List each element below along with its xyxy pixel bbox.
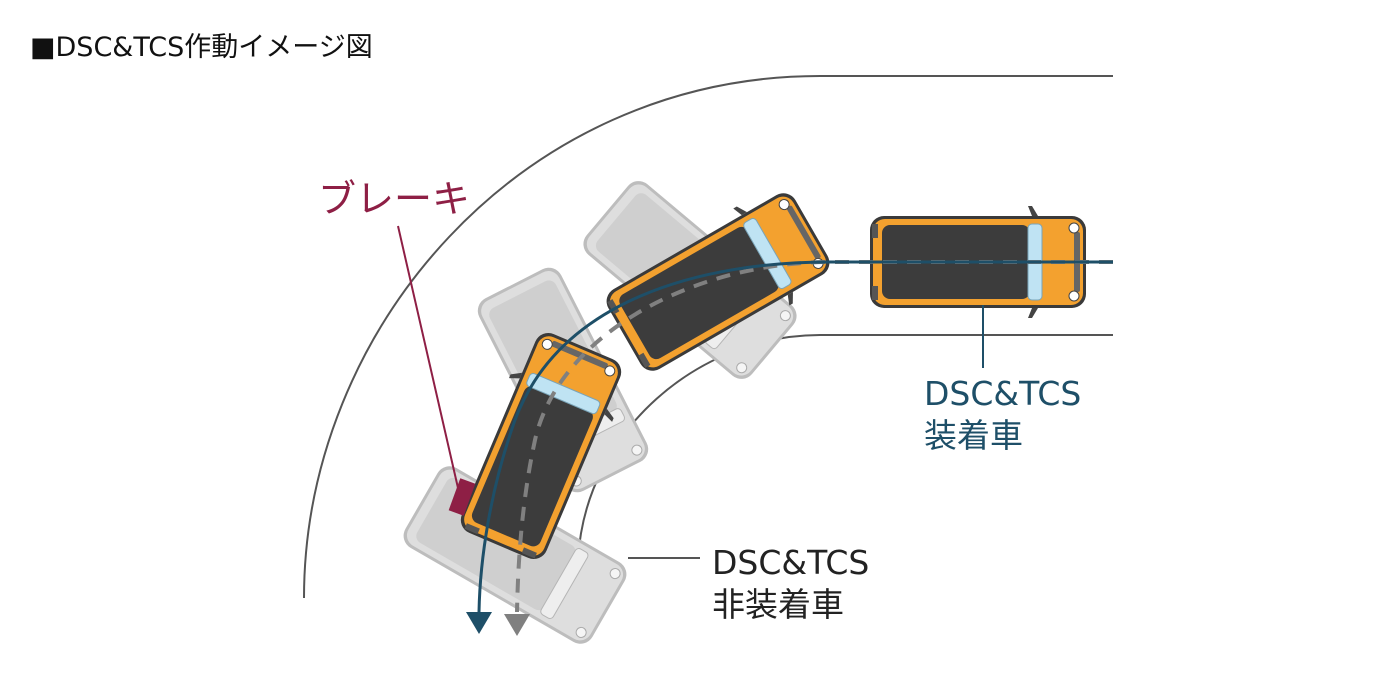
non-equipped-arrowhead — [504, 614, 530, 636]
brake-leader-line — [397, 225, 459, 489]
non-equipped-label-line1: DSC&TCS — [712, 543, 869, 582]
non-equipped-path — [515, 260, 1113, 613]
equipped-label-line1: DSC&TCS — [924, 374, 1081, 413]
equipped-path — [477, 260, 1113, 613]
brake-wheel-highlight — [448, 478, 476, 516]
equipped-arrowhead — [466, 612, 492, 634]
road-inner-edge — [577, 334, 1113, 561]
brake-label: ブレーキ — [318, 177, 470, 221]
equipped-label-line2: 装着車 — [924, 416, 1023, 455]
diagram-title: ■DSC&TCS作動イメージ図 — [30, 32, 373, 63]
road-outer-edge — [303, 75, 1113, 599]
non-equipped-label-line2: 非装着車 — [712, 585, 844, 624]
